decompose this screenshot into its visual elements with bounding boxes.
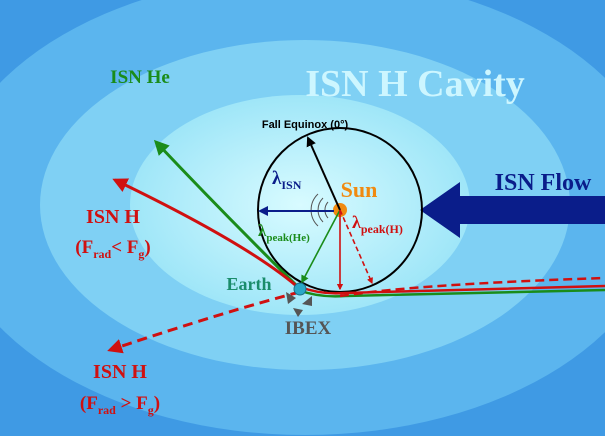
close-paren-lower: ) [154, 393, 160, 414]
isn-flow-label: ISN Flow [495, 170, 592, 196]
isn-he-label: ISN He [110, 67, 170, 88]
sun-label: Sun [341, 177, 378, 202]
isn-h-lower-trajectory [107, 290, 301, 354]
lambda-peak-he-arrow [301, 209, 341, 284]
earth-label: Earth [227, 274, 272, 294]
lambda-peak-h-label: λpeak(H) [352, 212, 403, 236]
isn-h-lower-condition: (Frad > Fg) [80, 393, 160, 417]
lambda-peak-h-subscript: peak(H) [361, 222, 403, 236]
lambda-symbol-h: λ [352, 212, 361, 232]
lambda-peak-he-label: λpeak(He) [258, 221, 310, 244]
isn-h-upper-label: ISN H [86, 206, 140, 228]
cavity-core-region [130, 95, 470, 315]
isn-h-upper-condition: (Frad< Fg) [75, 237, 150, 261]
greater-than-sign: > F [116, 393, 148, 414]
lambda-symbol-isn: λ [272, 168, 282, 189]
ibex-spacecraft-icon [286, 292, 312, 317]
isn-h-lower-label: ISN H [93, 361, 147, 383]
fall-equinox-label: Fall Equinox (0°) [262, 119, 349, 131]
lambda-isn-label: λISN [272, 168, 302, 192]
less-than-sign: < F [111, 237, 138, 258]
isn-flow-arrow [420, 182, 605, 238]
frad-subscript-lower: rad [98, 403, 116, 417]
cavity-title: ISN H Cavity [305, 63, 525, 105]
isn-h-upper-trajectory [112, 178, 301, 291]
lambda-isn-subscript: ISN [281, 178, 301, 192]
frad-subscript-upper: rad [93, 247, 111, 261]
lambda-peak-h-arrow-2 [339, 209, 373, 285]
fg-subscript-lower: g [148, 403, 154, 417]
fall-equinox-arrow [306, 136, 341, 211]
fg-subscript-upper: g [138, 247, 144, 261]
lambda-peak-he-subscript: peak(He) [266, 232, 310, 244]
ibex-label: IBEX [285, 318, 332, 339]
earth-icon [293, 282, 307, 296]
earth-path-red-dashed [339, 276, 605, 298]
close-paren-upper: ) [144, 237, 150, 258]
isn-he-trajectory [153, 139, 300, 289]
lambda-symbol-he: λ [258, 221, 267, 240]
